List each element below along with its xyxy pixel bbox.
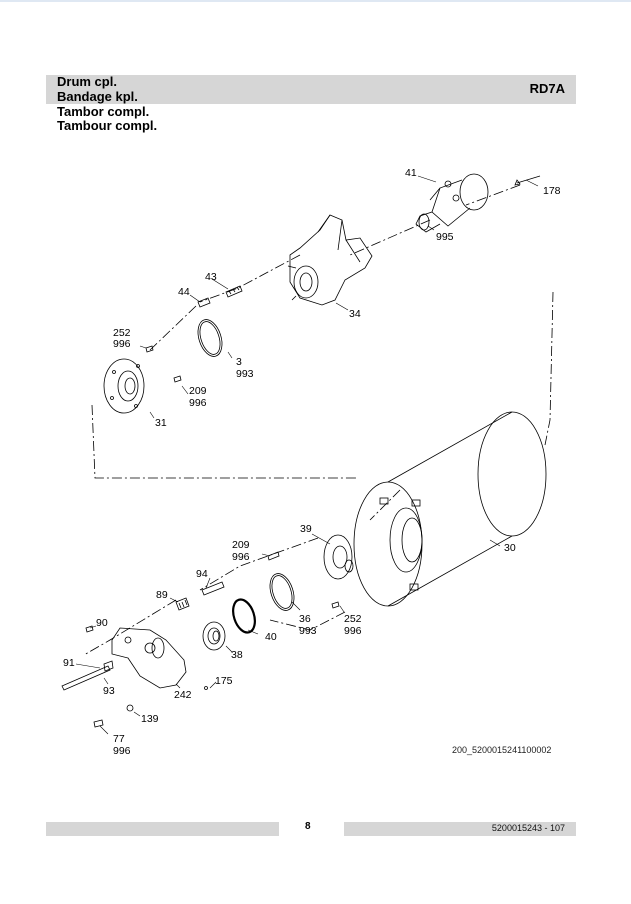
assembly-line-oring <box>149 305 197 351</box>
callout-996-c: 996 <box>232 551 250 563</box>
callout-30: 30 <box>504 542 516 554</box>
document-reference: 5200015243 - 107 <box>491 823 565 833</box>
title-french: Tambour compl. <box>57 118 158 133</box>
bolt-90 <box>85 625 94 633</box>
callout-89: 89 <box>156 589 168 601</box>
title-english: Drum cpl. <box>57 74 117 89</box>
callout-77: 77 <box>113 733 125 745</box>
hydraulic-motor <box>415 173 489 233</box>
callout-993-a: 993 <box>236 368 254 380</box>
assembly-line-right <box>544 291 554 446</box>
assembly-line-motor-housing <box>349 219 431 256</box>
part-175 <box>204 686 208 690</box>
o-ring-36 <box>269 573 295 611</box>
bolt-178 <box>514 175 541 186</box>
callout-41: 41 <box>405 167 417 179</box>
assembly-line-ring <box>269 611 346 631</box>
bearing-38 <box>202 621 226 651</box>
title-spanish: Tambor compl. <box>57 104 150 119</box>
callout-36: 36 <box>299 613 311 625</box>
bolt-209-upper <box>173 375 182 383</box>
bolt-209-lower <box>267 551 280 561</box>
callout-178: 178 <box>543 185 561 197</box>
callout-44: 44 <box>178 286 190 298</box>
callout-993-b: 993 <box>299 625 317 637</box>
footer-bar-right <box>344 822 576 836</box>
o-ring-3 <box>197 319 223 357</box>
rod-91 <box>61 665 111 691</box>
title-german: Bandage kpl. <box>57 89 138 104</box>
spring-pin-43 <box>225 285 243 298</box>
o-ring-40 <box>232 598 256 634</box>
assembly-line-drum <box>369 489 401 521</box>
callout-91: 91 <box>63 657 75 669</box>
callout-995: 995 <box>436 231 454 243</box>
bolt-252-lower <box>331 601 340 609</box>
callout-209-lower: 209 <box>232 539 250 551</box>
nut-93 <box>103 660 114 672</box>
bolt-252-upper <box>145 345 154 353</box>
flange-31 <box>103 358 145 414</box>
spring-89 <box>175 597 190 611</box>
callout-209-upper: 209 <box>189 385 207 397</box>
callout-996-b: 996 <box>189 397 207 409</box>
callout-996-d: 996 <box>344 625 362 637</box>
callout-996-e: 996 <box>113 745 131 757</box>
callout-996-a: 996 <box>113 338 131 350</box>
callout-242: 242 <box>174 689 192 701</box>
callout-175: 175 <box>215 675 233 687</box>
callout-40: 40 <box>265 631 277 643</box>
callout-252-lower: 252 <box>344 613 362 625</box>
washer-139 <box>126 704 134 712</box>
callout-3: 3 <box>236 356 242 368</box>
model-code: RD7A <box>529 81 565 96</box>
callout-39: 39 <box>300 523 312 535</box>
top-border <box>0 0 631 2</box>
page-number: 8 <box>305 821 311 832</box>
bolt-44 <box>197 297 211 308</box>
assembly-line-upper <box>199 254 301 303</box>
figure-id: 200_5200015241100002 <box>452 745 552 755</box>
callout-252-upper: 252 <box>113 327 131 339</box>
callout-94: 94 <box>196 568 208 580</box>
callout-139: 139 <box>141 713 159 725</box>
callout-93: 93 <box>103 685 115 697</box>
callout-90: 90 <box>96 617 108 629</box>
assembly-line-lower-left <box>83 599 177 656</box>
motor-housing-34 <box>287 214 373 306</box>
housing-242 <box>111 627 187 689</box>
drum-shell <box>353 411 547 607</box>
pin-94 <box>201 581 225 596</box>
callout-38: 38 <box>231 649 243 661</box>
callout-31: 31 <box>155 417 167 429</box>
callout-43: 43 <box>205 271 217 283</box>
callout-34: 34 <box>349 308 361 320</box>
title-bar <box>46 75 576 104</box>
bolt-77 <box>93 719 104 728</box>
footer-bar-left <box>46 822 279 836</box>
assembly-line-left <box>91 404 358 479</box>
assembly-line-motor <box>465 184 521 206</box>
assembly-line-lower <box>199 537 319 591</box>
hub-39 <box>323 534 354 580</box>
